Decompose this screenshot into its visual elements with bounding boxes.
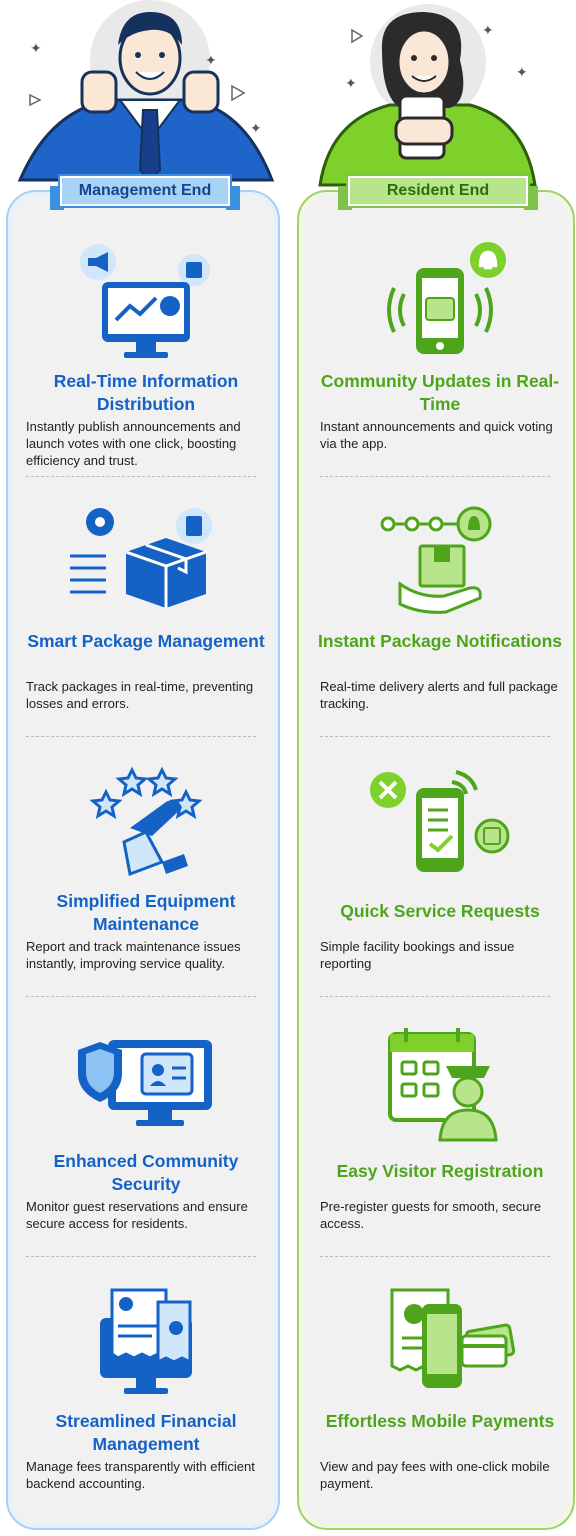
feature-description: Report and track maintenance issues inst…	[26, 939, 241, 971]
feature-title: Enhanced Community Security	[53, 1151, 239, 1194]
phone-checklist-icon	[370, 770, 510, 872]
feature-title: Easy Visitor Registration	[336, 1161, 544, 1181]
feature-title: Community Updates in Real-Time	[320, 371, 560, 414]
management-header: Management End	[50, 176, 240, 210]
sparkle-icon: ✦	[482, 22, 494, 38]
feature-description: Instantly publish announcements and laun…	[26, 419, 241, 468]
feature-title: Simplified Equipment Maintenance	[56, 891, 236, 934]
shield-idcard-icon	[78, 1040, 212, 1126]
sparkle-icon: ✦	[516, 64, 528, 80]
phone-bell-icon	[387, 242, 506, 354]
feature-title: Effortless Mobile Payments	[325, 1411, 555, 1431]
package-circuit-icon	[70, 508, 212, 608]
management-header-label: Management End	[78, 182, 212, 199]
monitor-invoice-icon	[100, 1288, 192, 1394]
divider	[26, 1256, 256, 1257]
wrench-stars-icon	[89, 766, 203, 877]
divider	[26, 476, 256, 477]
feature-title: Smart Package Management	[27, 631, 265, 651]
sparkle-icon: ✦	[250, 120, 262, 136]
phone-card-icon	[390, 1288, 516, 1388]
feature-description: Track packages in real-time, preventing …	[26, 679, 254, 711]
resident-illustration	[318, 4, 537, 187]
feature-description: Real-time delivery alerts and full packa…	[320, 679, 558, 711]
sparkle-icon: ✦	[205, 52, 217, 68]
feature-title: Instant Package Notifications	[317, 631, 563, 651]
divider	[320, 1256, 550, 1257]
sparkle-icon: ✦	[345, 75, 357, 91]
feature-description: View and pay fees with one-click mobile …	[320, 1459, 550, 1491]
sparkle-icon: ✦	[30, 40, 42, 56]
divider	[320, 476, 550, 477]
divider	[26, 736, 256, 737]
feature-title: Real-Time Information Distribution	[53, 371, 239, 414]
feature-description: Pre-register guests for smooth, secure a…	[320, 1199, 542, 1231]
monitor-chart-icon	[80, 244, 210, 358]
feature-description: Manage fees transparently with efficient…	[26, 1459, 255, 1491]
feature-description: Simple facility bookings and issue repor…	[320, 939, 515, 971]
feature-title: Streamlined Financial Management	[55, 1411, 237, 1454]
divider	[26, 996, 256, 997]
resident-header: Resident End	[338, 176, 538, 210]
feature-title: Quick Service Requests	[340, 901, 540, 921]
divider	[320, 736, 550, 737]
divider	[320, 996, 550, 997]
feature-description: Instant announcements and quick voting v…	[320, 419, 553, 451]
resident-header-label: Resident End	[386, 182, 490, 199]
package-hand-icon	[380, 506, 492, 614]
feature-description: Monitor guest reservations and ensure se…	[26, 1199, 248, 1231]
manager-illustration	[17, 0, 275, 182]
calendar-guard-icon	[388, 1028, 498, 1142]
